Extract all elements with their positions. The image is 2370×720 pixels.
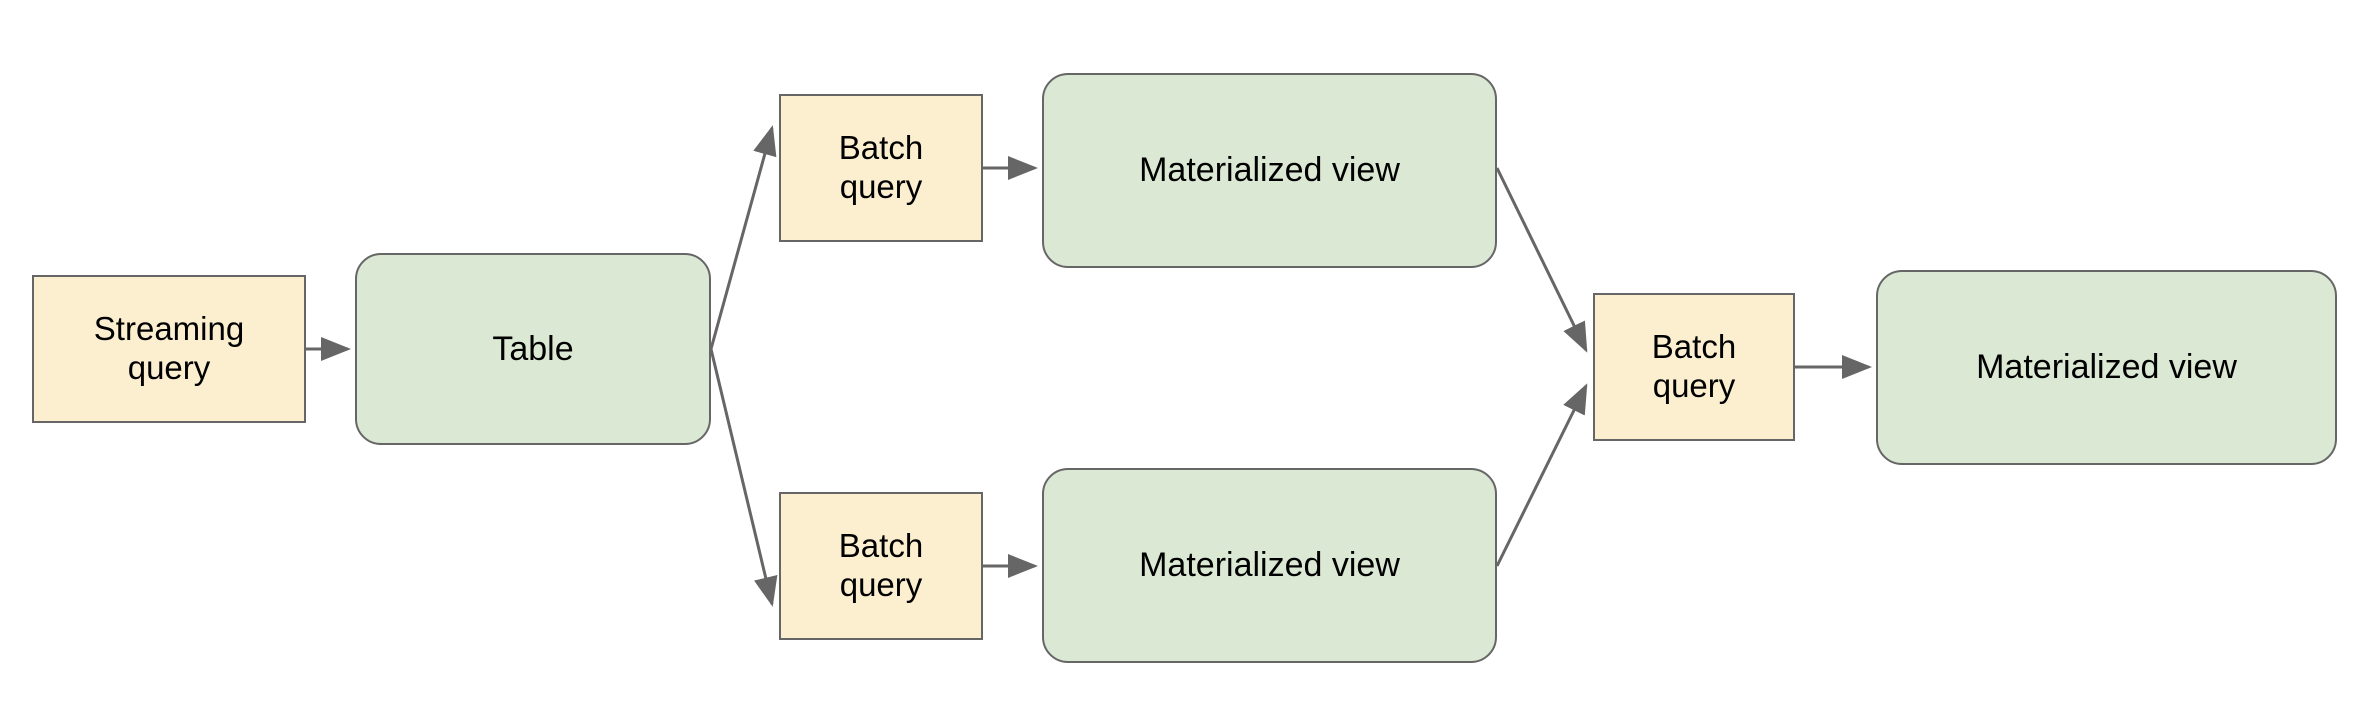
edge-table-to-batch-query-top [709,125,777,350]
node-streaming-query[interactable]: Streaming query [32,275,306,423]
edge-materialized-view-bottom-to-batch-query-merge [1495,383,1588,567]
edge-materialized-view-top-to-batch-query-merge [1495,167,1588,353]
edge-table-to-batch-query-bottom [709,348,778,607]
node-batch-query-bottom-label: Batch query [838,527,924,603]
node-batch-query-top-label: Batch query [838,129,924,205]
node-batch-query-merge[interactable]: Batch query [1593,293,1795,441]
node-materialized-view-top-label: Materialized view [1139,151,1400,190]
node-materialized-view-bottom-label: Materialized view [1139,546,1400,585]
node-materialized-view-top[interactable]: Materialized view [1042,73,1497,268]
node-streaming-query-label: Streaming query [93,310,245,386]
node-table-label: Table [492,329,574,368]
node-batch-query-bottom[interactable]: Batch query [779,492,983,640]
node-materialized-view-bottom[interactable]: Materialized view [1042,468,1497,663]
node-batch-query-top[interactable]: Batch query [779,94,983,242]
node-table[interactable]: Table [355,253,711,445]
node-materialized-view-final-label: Materialized view [1976,348,2237,387]
node-materialized-view-final[interactable]: Materialized view [1876,270,2337,465]
node-batch-query-merge-label: Batch query [1651,328,1737,404]
